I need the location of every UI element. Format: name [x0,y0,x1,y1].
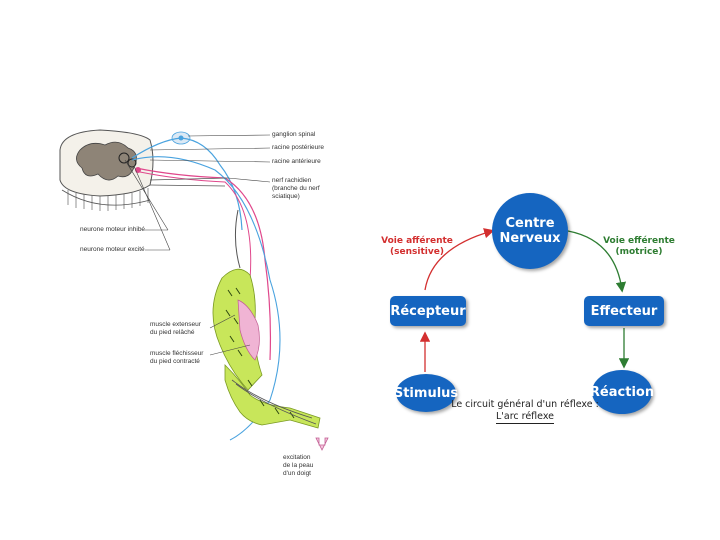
voie-efferente-label: Voie efférente (motrice) [594,236,684,258]
label-ganglion-spinal: ganglion spinal [272,131,316,138]
label-neurone-moteur-inhibe: neurone moteur inhibé [80,226,146,233]
label-muscle-flechisseur: muscle fléchisseur [150,350,204,357]
node-centre-nerveux: Centre Nerveux [492,193,568,269]
label-excitation: excitation [283,454,311,461]
label-pied-relache: du pied relâché [150,329,195,336]
nerve-fibers [131,137,281,441]
label-racine-posterieure: racine postérieure [272,144,325,151]
label-d-un-doigt: d'un doigt [283,470,311,477]
node-effecteur: Effecteur [584,296,664,326]
label-racine-anterieure: racine antérieure [272,158,321,165]
label-nerf-rachidien: nerf rachidien [272,177,312,184]
label-leader-lines [124,134,271,356]
node-recepteur: Récepteur [390,296,466,326]
node-reaction: Réaction [590,370,654,414]
caption-line-2: L'arc réflexe [495,411,555,424]
label-pied-contracte: du pied contracté [150,358,200,365]
voie-afferente-subtitle: (sensitive) [390,247,444,257]
reflex-arc-caption: Le circuit général d'un réflexe : L'arc … [450,399,600,424]
caption-line-1: Le circuit général d'un réflexe : [451,399,599,410]
label-de-la-peau: de la peau [283,462,314,469]
node-stimulus: Stimulus [394,374,458,412]
reflex-arc-arrows [419,228,630,372]
voie-efferente-subtitle: (motrice) [615,247,663,257]
voie-efferente-title: Voie efférente [603,236,675,246]
voie-afferente-title: Voie afférente [381,236,453,246]
stimulus-arrow [315,437,329,451]
voie-afferente-label: Voie afférente (sensitive) [372,236,462,258]
label-neurone-moteur-excite: neurone moteur excité [80,246,145,253]
leg-muscles [212,268,321,429]
label-sciatique: sciatique) [272,193,300,200]
label-branche-du-nerf: (branche du nerf [272,185,320,192]
spinal-cord-section [59,129,154,211]
label-muscle-extenseur: muscle extenseur [150,321,201,328]
